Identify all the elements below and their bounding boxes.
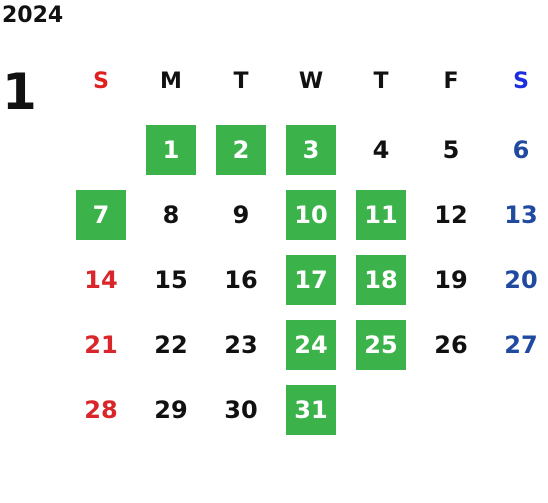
month-label: 1 xyxy=(2,63,37,121)
weekday-header-wednesday: W xyxy=(298,68,324,94)
day-cell: 23 xyxy=(224,331,258,359)
highlighted-day-cell: 1 xyxy=(146,125,196,175)
day-cell: 9 xyxy=(232,201,250,229)
highlighted-day-cell: 18 xyxy=(356,255,406,305)
day-cell: 19 xyxy=(434,266,468,294)
day-cell: 16 xyxy=(224,266,258,294)
day-cell: 27 xyxy=(504,331,538,359)
highlighted-day-cell: 10 xyxy=(286,190,336,240)
day-cell: 12 xyxy=(434,201,468,229)
weekday-header-monday: M xyxy=(160,68,182,94)
highlighted-day-cell: 7 xyxy=(76,190,126,240)
day-cell: 22 xyxy=(154,331,188,359)
day-cell: 4 xyxy=(372,136,390,164)
day-cell: 15 xyxy=(154,266,188,294)
highlighted-day-cell: 31 xyxy=(286,385,336,435)
day-cell: 13 xyxy=(504,201,538,229)
day-cell: 6 xyxy=(512,136,530,164)
day-cell: 29 xyxy=(154,396,188,424)
highlighted-day-cell: 17 xyxy=(286,255,336,305)
highlighted-day-cell: 25 xyxy=(356,320,406,370)
day-cell: 14 xyxy=(84,266,118,294)
highlighted-day-cell: 2 xyxy=(216,125,266,175)
weekday-header-saturday: S xyxy=(513,68,529,94)
day-cell: 5 xyxy=(442,136,460,164)
weekday-header-tuesday: T xyxy=(233,68,249,94)
day-cell: 8 xyxy=(162,201,180,229)
day-cell: 20 xyxy=(504,266,538,294)
year-label: 2024 xyxy=(2,3,64,28)
highlighted-day-cell: 24 xyxy=(286,320,336,370)
day-cell: 21 xyxy=(84,331,118,359)
highlighted-day-cell: 11 xyxy=(356,190,406,240)
weekday-header-friday: F xyxy=(443,68,459,94)
weekday-header-thursday: T xyxy=(373,68,389,94)
day-cell: 26 xyxy=(434,331,468,359)
weekday-header-sunday: S xyxy=(93,68,109,94)
day-cell: 28 xyxy=(84,396,118,424)
highlighted-day-cell: 3 xyxy=(286,125,336,175)
day-cell: 30 xyxy=(224,396,258,424)
